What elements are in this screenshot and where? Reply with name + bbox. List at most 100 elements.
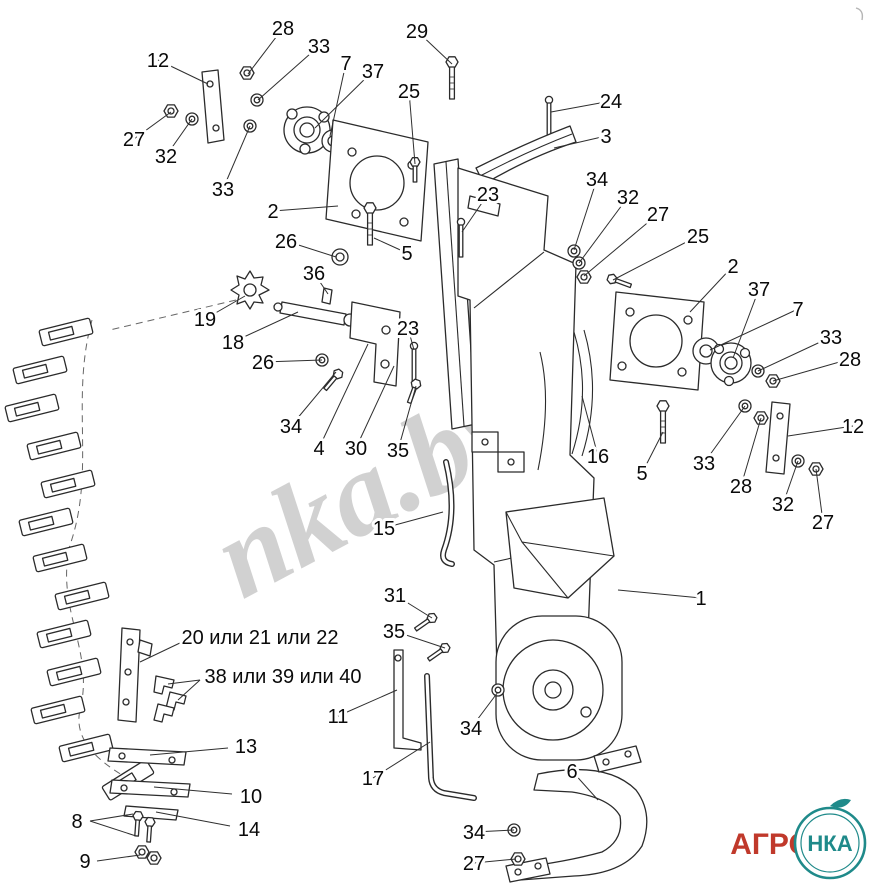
- leader-line: [272, 205, 339, 212]
- bolt-35-lower: [425, 640, 453, 665]
- part-label-33: 33: [693, 453, 715, 475]
- leader-line: [149, 747, 229, 756]
- leader-line: [257, 45, 320, 101]
- leader-line: [815, 468, 824, 523]
- leader-line: [581, 395, 599, 457]
- part-label-20-или-21-или-22: 20 или 21 или 22: [182, 627, 339, 649]
- leader-line: [329, 62, 347, 137]
- leader-line: [153, 786, 233, 795]
- part-label-7: 7: [340, 53, 351, 75]
- top-fasteners: [445, 56, 577, 185]
- part-label-15: 15: [373, 518, 395, 540]
- part-label-33: 33: [820, 327, 842, 349]
- part-label-11: 11: [328, 706, 349, 728]
- leader-line: [157, 59, 209, 85]
- leader-line: [689, 265, 734, 313]
- brand-circle-text: НКА: [807, 831, 852, 856]
- leader-line: [612, 235, 699, 281]
- part-label-14: 14: [238, 819, 260, 841]
- leader-line: [139, 641, 183, 663]
- part-label-34: 34: [586, 169, 608, 191]
- part-label-16: 16: [587, 446, 609, 468]
- bolt-25-right: [605, 272, 634, 292]
- leader-line: [473, 829, 515, 833]
- shaft-18: [279, 301, 347, 326]
- angle-links-38-39-40: [153, 675, 187, 723]
- leader-line: [285, 240, 337, 258]
- part-label-9: 9: [79, 851, 90, 873]
- part-label-2: 2: [267, 201, 278, 223]
- bracket-4-30: [349, 301, 401, 387]
- leader-line: [167, 679, 201, 685]
- leader-line: [89, 813, 134, 822]
- part-label-10: 10: [240, 786, 262, 808]
- washer-34-mid: [491, 683, 505, 697]
- leader-line: [397, 385, 417, 451]
- key-36: [321, 287, 333, 305]
- part-label-26: 26: [252, 352, 274, 374]
- part-label-27: 27: [812, 512, 834, 534]
- leader-line: [641, 431, 664, 474]
- part-label-13: 13: [235, 736, 257, 758]
- nut-9-b: [146, 851, 162, 865]
- hub-cover: [495, 615, 623, 761]
- washer-34-mid-top: [567, 244, 581, 258]
- leader-line: [318, 343, 369, 449]
- part-label-27: 27: [123, 129, 145, 151]
- part-label-6: 6: [566, 761, 577, 783]
- part-label-27: 27: [647, 204, 669, 226]
- bolt-5-right: [656, 400, 670, 444]
- part-label-23: 23: [477, 184, 499, 206]
- leader-line: [473, 858, 517, 864]
- main-frame-assembly: [363, 158, 623, 801]
- leader-line: [232, 311, 299, 343]
- bent-sheet-3: [475, 125, 577, 185]
- leader-line: [772, 358, 851, 382]
- bolt-8-a: [130, 810, 144, 837]
- bottom-housing-assembly: [505, 745, 648, 883]
- leader-line: [407, 327, 415, 351]
- part-label-24: 24: [600, 91, 622, 113]
- part-label-8: 8: [71, 811, 82, 833]
- leader-line: [165, 118, 193, 157]
- plate-13: [107, 747, 187, 766]
- part-label-36: 36: [303, 263, 325, 285]
- right-mount-assembly: [567, 244, 824, 476]
- part-label-38-или-39-или-40: 38 или 39 или 40: [205, 666, 362, 688]
- leader-line: [222, 125, 251, 190]
- part-label-26: 26: [275, 231, 297, 253]
- slot-16-a: [571, 331, 584, 455]
- part-label-25: 25: [398, 81, 420, 103]
- part-label-37: 37: [748, 279, 770, 301]
- leader-line: [394, 594, 433, 619]
- leader-line: [470, 691, 499, 729]
- leader-line: [372, 741, 431, 779]
- part-label-33: 33: [212, 179, 234, 201]
- part-label-5: 5: [401, 243, 412, 265]
- leader-line: [408, 90, 416, 165]
- part-label-35: 35: [383, 621, 405, 643]
- leader-line: [703, 405, 746, 464]
- part-label-35: 35: [387, 440, 409, 462]
- leader-line: [740, 417, 762, 487]
- nut-9-a: [134, 845, 150, 859]
- flange-37-left: [283, 106, 331, 155]
- leader-line: [782, 460, 799, 505]
- leader-line: [290, 371, 337, 427]
- part-label-23: 23: [397, 318, 419, 340]
- leader-line: [550, 100, 612, 113]
- leader-line: [416, 30, 453, 65]
- part-label-34: 34: [463, 822, 485, 844]
- part-label-1: 1: [695, 588, 706, 610]
- leader-line: [553, 135, 607, 149]
- part-label-34: 34: [460, 718, 482, 740]
- bolt-34-left: [320, 366, 346, 394]
- leader-line: [732, 288, 760, 359]
- plate-10: [109, 779, 191, 798]
- part-label-19: 19: [194, 309, 216, 331]
- part-label-12: 12: [147, 50, 169, 72]
- leader-line: [313, 272, 329, 295]
- part-label-32: 32: [155, 146, 177, 168]
